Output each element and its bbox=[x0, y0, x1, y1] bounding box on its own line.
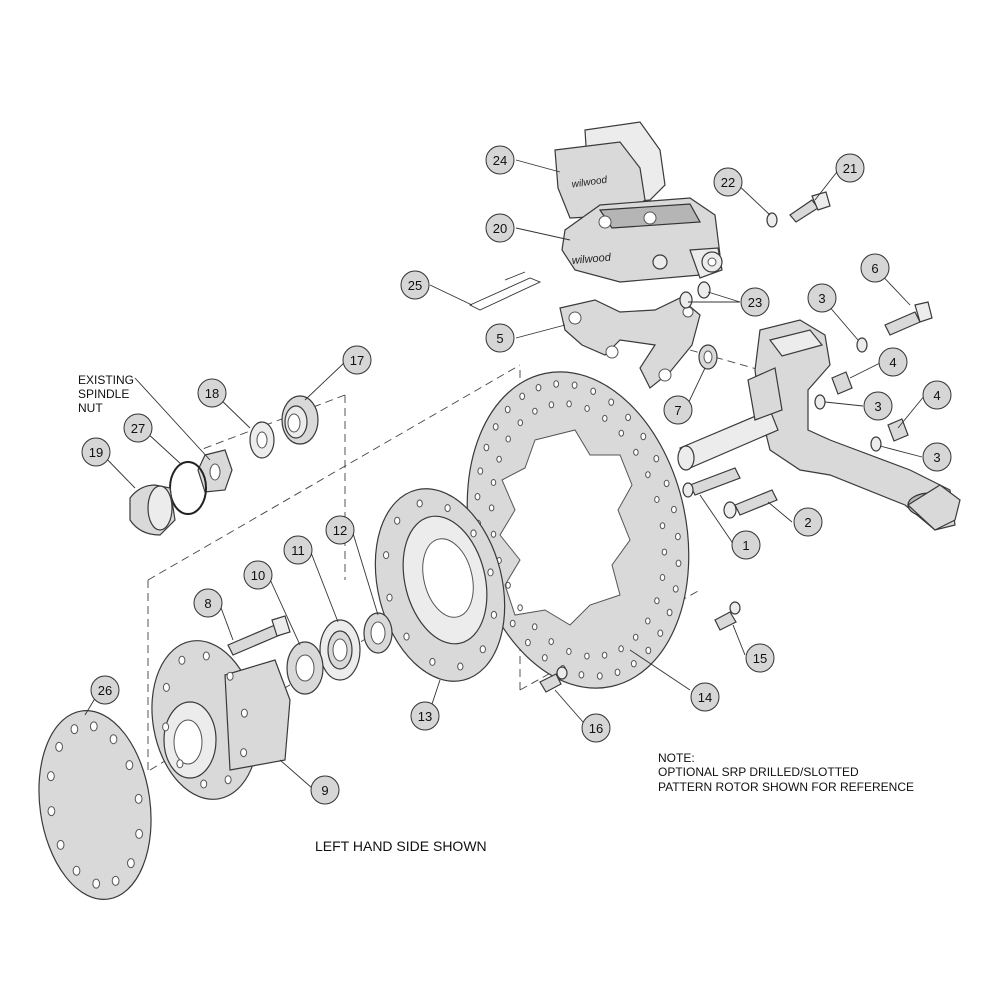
inner-bearing-stack bbox=[286, 612, 393, 695]
rotor-hat-bolt-holes bbox=[382, 499, 498, 671]
svg-text:6: 6 bbox=[871, 261, 878, 276]
callout-5: 5 bbox=[485, 323, 515, 353]
svg-text:19: 19 bbox=[89, 445, 103, 460]
rotor-note: NOTE: OPTIONAL SRP DRILLED/SLOTTED PATTE… bbox=[658, 751, 914, 794]
brake-caliper: wilwood bbox=[561, 197, 723, 283]
svg-text:15: 15 bbox=[753, 651, 767, 666]
brake-pads: wilwood bbox=[554, 121, 666, 219]
callout-21: 21 bbox=[835, 153, 865, 183]
callout-18: 18 bbox=[197, 378, 227, 408]
svg-text:23: 23 bbox=[748, 295, 762, 310]
rotor-bolts bbox=[539, 601, 741, 693]
svg-text:3: 3 bbox=[874, 399, 881, 414]
hub-stud-holes bbox=[162, 651, 248, 789]
svg-text:3: 3 bbox=[933, 450, 940, 465]
svg-text:NUT: NUT bbox=[78, 401, 103, 415]
svg-text:7: 7 bbox=[674, 403, 681, 418]
callout-11: 11 bbox=[283, 535, 313, 565]
callout-13: 13 bbox=[410, 701, 440, 731]
callout-22: 22 bbox=[713, 167, 743, 197]
callout-6: 6 bbox=[860, 253, 890, 283]
svg-text:12: 12 bbox=[333, 523, 347, 538]
callout-3c: 3 bbox=[922, 442, 952, 472]
svg-text:3: 3 bbox=[818, 291, 825, 306]
svg-text:13: 13 bbox=[418, 709, 432, 724]
svg-text:26: 26 bbox=[98, 683, 112, 698]
svg-text:PATTERN ROTOR SHOWN FOR REFERE: PATTERN ROTOR SHOWN FOR REFERENCE bbox=[658, 780, 914, 794]
rotor-hat bbox=[374, 488, 506, 682]
caliper-mount-bolt bbox=[766, 191, 831, 228]
wheel-stud bbox=[227, 615, 291, 656]
caliper-brand-logo: wilwood bbox=[571, 252, 612, 267]
callout-3b: 3 bbox=[863, 391, 893, 421]
wheel-hub bbox=[151, 640, 291, 800]
callout-15: 15 bbox=[745, 643, 775, 673]
svg-text:8: 8 bbox=[204, 596, 211, 611]
svg-text:14: 14 bbox=[698, 690, 712, 705]
svg-text:4: 4 bbox=[889, 355, 896, 370]
svg-text:5: 5 bbox=[496, 331, 503, 346]
svg-text:11: 11 bbox=[291, 543, 305, 558]
svg-text:OPTIONAL SRP DRILLED/SLOTTED: OPTIONAL SRP DRILLED/SLOTTED bbox=[658, 765, 859, 779]
callout-4a: 4 bbox=[878, 347, 908, 377]
pad-retaining-pin bbox=[468, 271, 542, 311]
callout-16: 16 bbox=[581, 713, 611, 743]
hub-spacer-ring bbox=[38, 710, 152, 900]
svg-text:NOTE:: NOTE: bbox=[658, 751, 695, 765]
callout-3a: 3 bbox=[807, 283, 837, 313]
callout-23: 23 bbox=[740, 287, 770, 317]
callout-10: 10 bbox=[243, 560, 273, 590]
bracket-shims bbox=[679, 281, 718, 370]
callout-2: 2 bbox=[793, 507, 823, 537]
callout-25: 25 bbox=[400, 270, 430, 300]
callout-19: 19 bbox=[81, 437, 111, 467]
svg-text:18: 18 bbox=[205, 386, 219, 401]
existing-spindle-nut-label: EXISTING SPINDLE NUT bbox=[78, 373, 134, 415]
callout-24: 24 bbox=[485, 145, 515, 175]
caliper-bracket bbox=[559, 297, 701, 389]
callout-20: 20 bbox=[485, 213, 515, 243]
svg-text:27: 27 bbox=[131, 421, 145, 436]
callout-12: 12 bbox=[325, 515, 355, 545]
callout-bubbles: 24 20 25 5 23 22 21 6 3 4 3 4 3 7 2 1 15… bbox=[81, 145, 952, 805]
svg-text:1: 1 bbox=[742, 538, 749, 553]
svg-text:22: 22 bbox=[721, 175, 735, 190]
svg-text:9: 9 bbox=[321, 783, 328, 798]
svg-text:16: 16 bbox=[589, 721, 603, 736]
svg-text:10: 10 bbox=[251, 568, 265, 583]
callout-17: 17 bbox=[342, 345, 372, 375]
spindle-bolts bbox=[682, 467, 778, 519]
callout-7: 7 bbox=[663, 395, 693, 425]
callout-27: 27 bbox=[123, 413, 153, 443]
svg-text:SPINDLE: SPINDLE bbox=[78, 387, 129, 401]
svg-text:EXISTING: EXISTING bbox=[78, 373, 134, 387]
svg-text:24: 24 bbox=[493, 153, 507, 168]
svg-text:4: 4 bbox=[933, 388, 940, 403]
callout-8: 8 bbox=[193, 588, 223, 618]
pad-brand-logo: wilwood bbox=[571, 175, 608, 191]
svg-text:21: 21 bbox=[843, 161, 857, 176]
outer-bearing-stack bbox=[129, 395, 319, 536]
svg-text:2: 2 bbox=[804, 515, 811, 530]
svg-text:25: 25 bbox=[408, 278, 422, 293]
callout-9: 9 bbox=[310, 775, 340, 805]
bracket-bolts bbox=[814, 301, 933, 452]
caption-left-hand-side: LEFT HAND SIDE SHOWN bbox=[315, 838, 487, 854]
spacer-ring-holes bbox=[47, 721, 143, 889]
callout-26: 26 bbox=[90, 675, 120, 705]
callout-4b: 4 bbox=[922, 380, 952, 410]
svg-text:17: 17 bbox=[350, 353, 364, 368]
svg-text:20: 20 bbox=[493, 221, 507, 236]
callout-14: 14 bbox=[690, 682, 720, 712]
callout-1: 1 bbox=[731, 530, 761, 560]
spindle bbox=[677, 319, 961, 531]
